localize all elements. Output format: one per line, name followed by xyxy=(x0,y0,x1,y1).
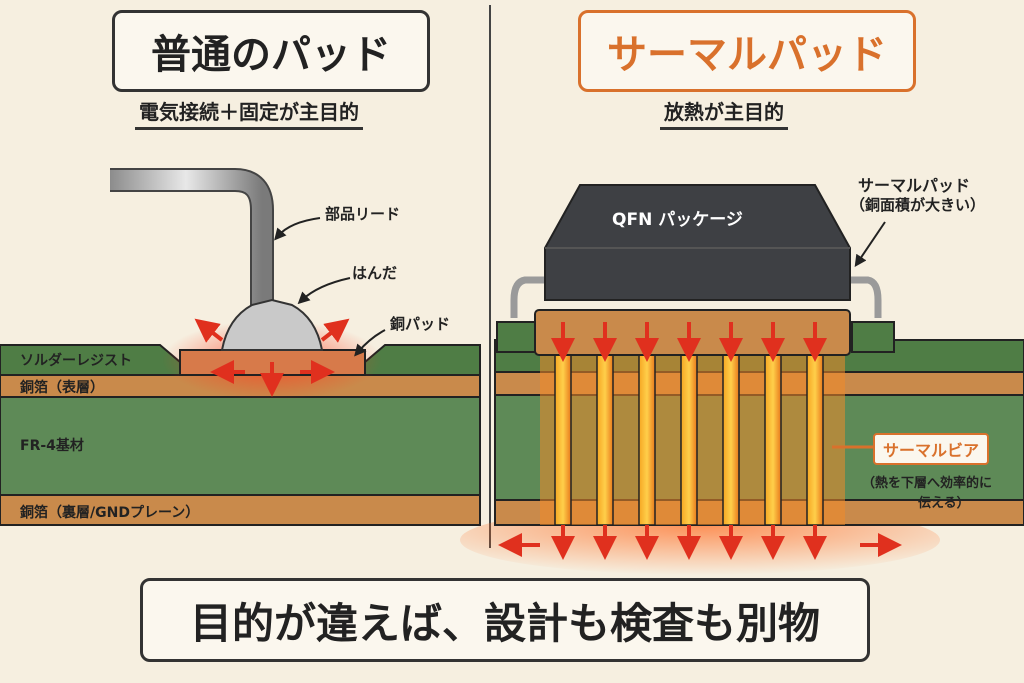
solder-label: はんだ xyxy=(352,264,398,282)
copper-top-label: 銅箔（表層） xyxy=(20,380,104,396)
thermal-pad-callout-line xyxy=(854,221,886,267)
lead-label: 部品リード xyxy=(325,205,401,223)
thermal-pad-note: （銅面積が大きい） xyxy=(850,196,986,214)
thermal-via xyxy=(806,354,824,526)
right-heat-arrows xyxy=(498,322,902,560)
right-pcb-cross-section xyxy=(460,184,1024,575)
left-pcb-cross-section xyxy=(0,168,481,526)
thermal-via xyxy=(680,354,698,526)
copper-bottom-label: 銅箔（裏層/GNDプレーン） xyxy=(20,505,200,521)
side-pad-left xyxy=(496,321,536,353)
thermal-via xyxy=(554,354,572,526)
thermal-via xyxy=(638,354,656,526)
conclusion-text: 目的が違えば、設計も検査も別物 xyxy=(189,598,820,648)
thermal-via-note-2: 伝える） xyxy=(918,496,970,511)
thermal-pad-label: サーマルパッド xyxy=(858,176,971,195)
qfn-lead-left xyxy=(510,276,548,318)
qfn-package xyxy=(544,184,851,301)
solder-resist-label: ソルダーレジスト xyxy=(20,353,132,369)
copper-pad-label: 銅パッド xyxy=(390,315,451,333)
left-title: 普通のパッド xyxy=(151,32,391,78)
left-callout-lines xyxy=(274,217,386,357)
left-title-box: 普通のパッド xyxy=(112,10,430,92)
right-title: サーマルパッド xyxy=(607,32,887,78)
lead-wire xyxy=(110,168,274,310)
qfn-package-label: QFN パッケージ xyxy=(612,210,743,230)
thermal-via xyxy=(764,354,782,526)
conclusion-box: 目的が違えば、設計も検査も別物 xyxy=(140,578,870,662)
right-subtitle: 放熱が主目的 xyxy=(660,96,788,130)
solder-fillet xyxy=(220,298,324,351)
qfn-lead-right xyxy=(848,276,882,318)
thermal-vias xyxy=(554,354,824,526)
thermal-pad-copper xyxy=(534,309,851,356)
right-title-box: サーマルパッド xyxy=(578,10,916,92)
side-pad-right xyxy=(851,321,895,353)
left-heat-arrows xyxy=(194,318,350,397)
thermal-via xyxy=(722,354,740,526)
substrate-label: FR-4基材 xyxy=(20,438,84,454)
thermal-via-label: サーマルビア xyxy=(873,433,990,465)
left-substrate xyxy=(0,396,481,496)
thermal-via-note-1: （熱を下層へ効率的に xyxy=(862,476,993,491)
left-subtitle: 電気接続＋固定が主目的 xyxy=(135,96,363,130)
thermal-via xyxy=(596,354,614,526)
